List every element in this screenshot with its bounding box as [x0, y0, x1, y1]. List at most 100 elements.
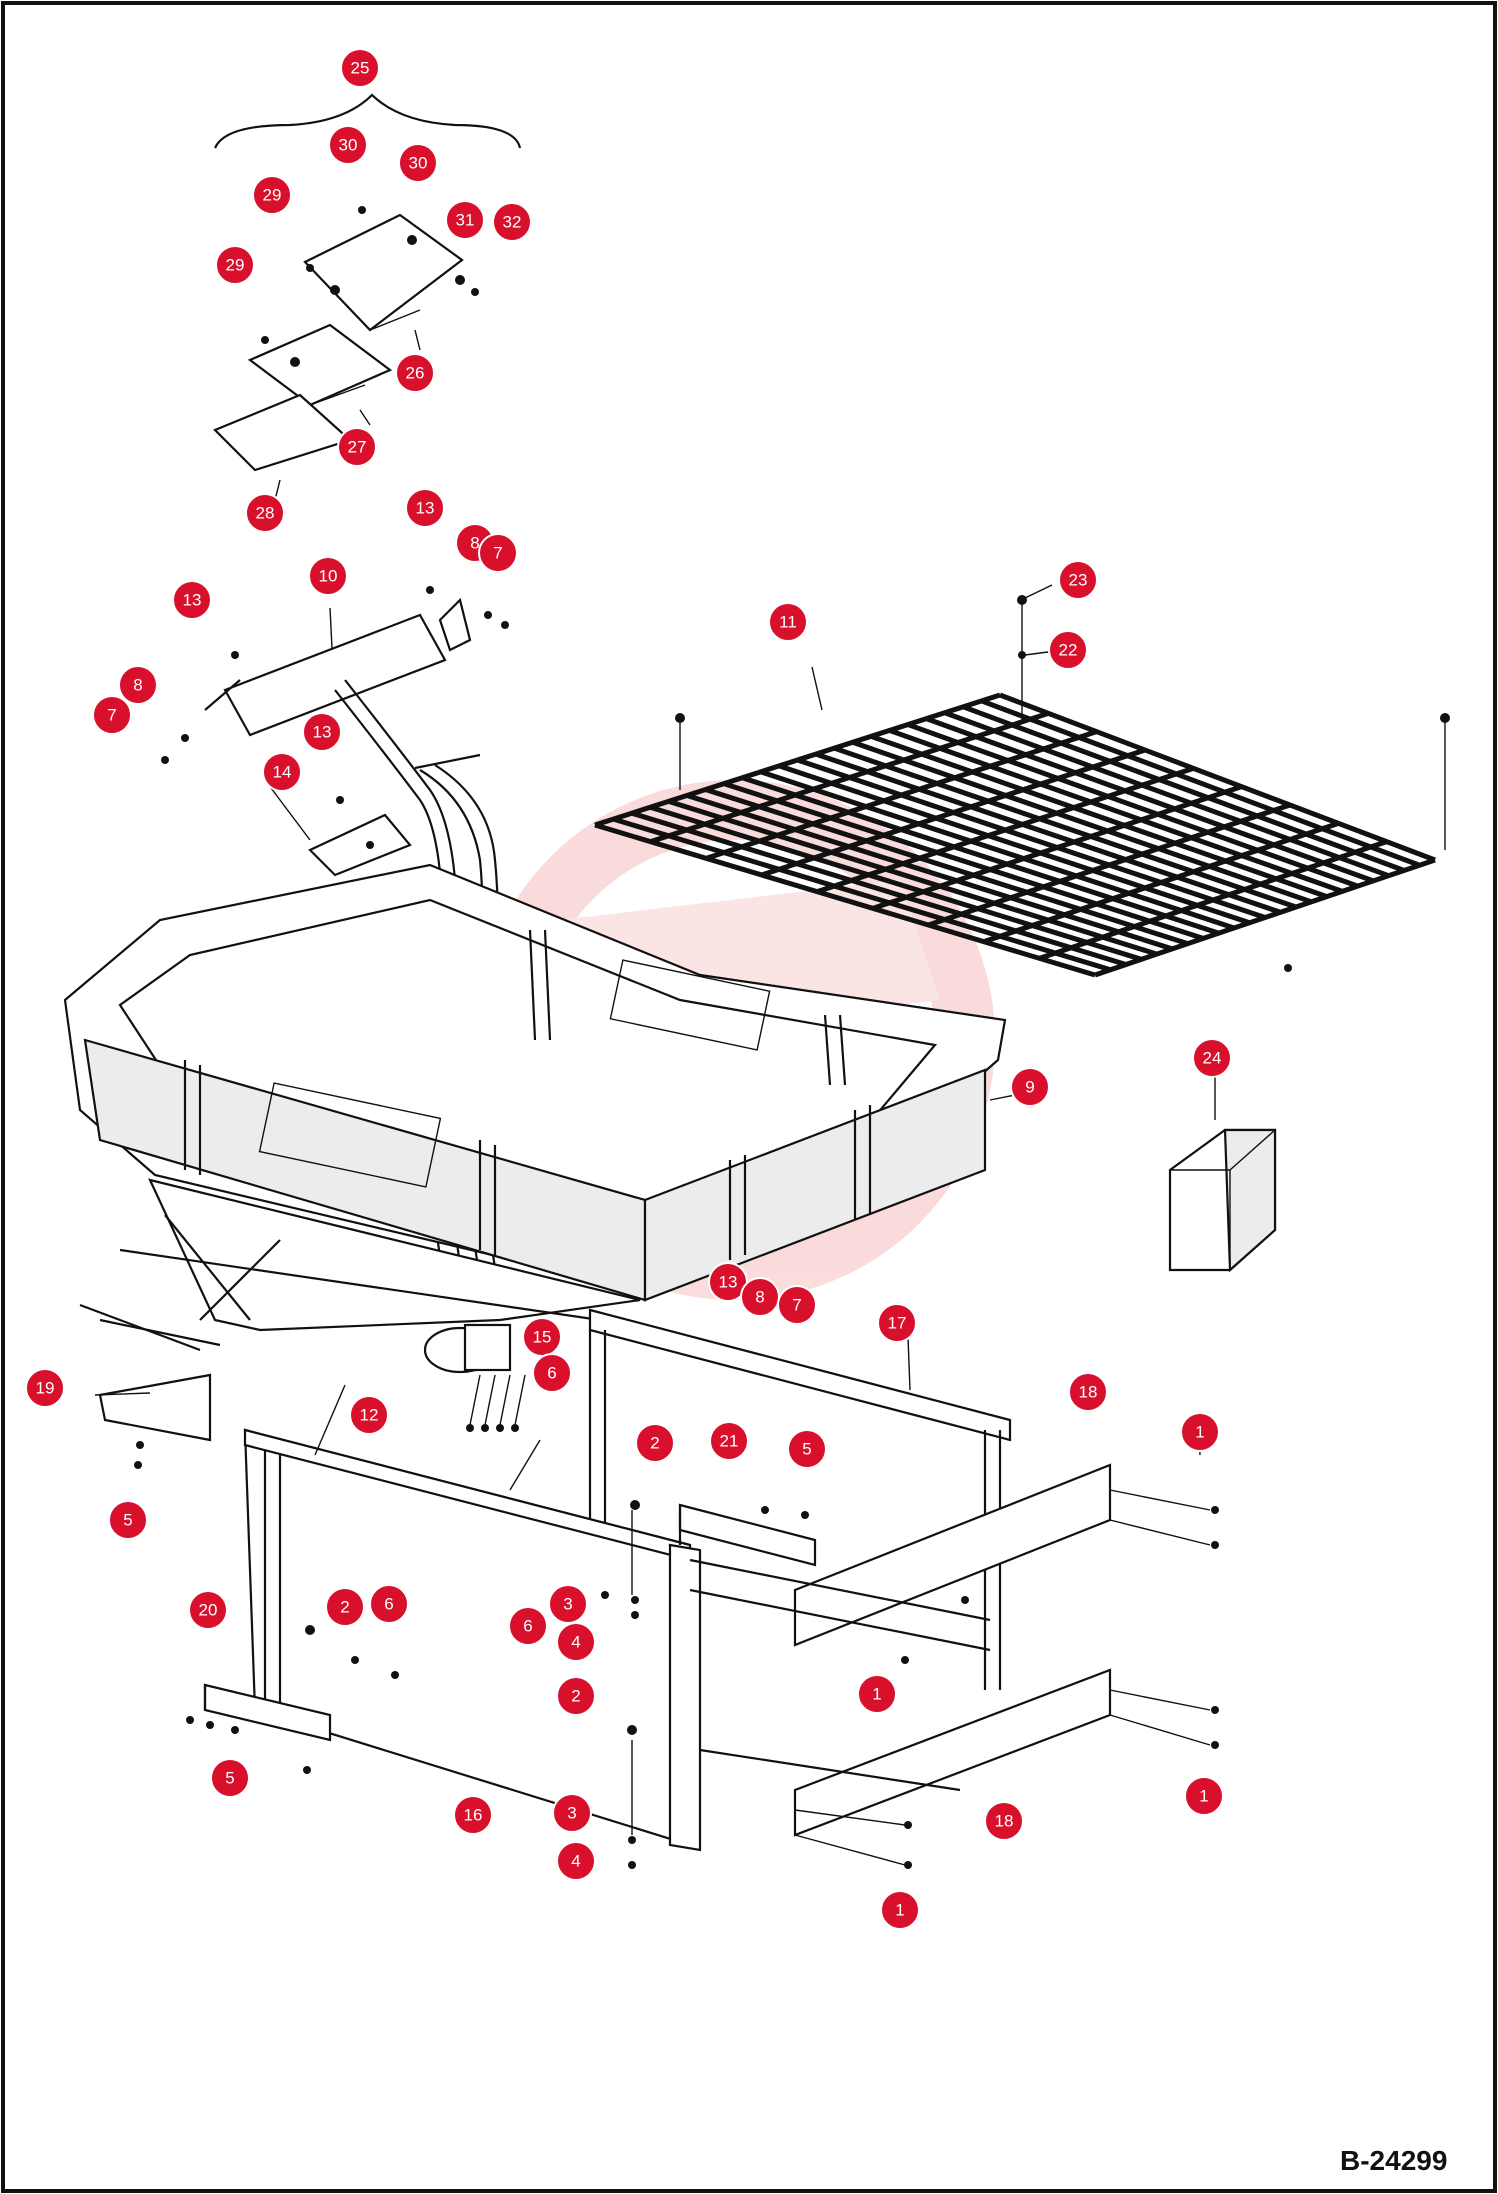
hopper-grate — [594, 692, 1436, 978]
callout-29: 29 — [252, 175, 292, 215]
callout-marker — [445, 200, 485, 240]
grate-cross-bar — [871, 784, 1243, 911]
callout-21: 21 — [709, 1421, 749, 1461]
callout-number: 6 — [384, 1595, 393, 1614]
callout-number: 7 — [792, 1296, 801, 1315]
grate-bar — [796, 757, 1266, 920]
callout-number: 4 — [571, 1633, 580, 1652]
callout-marker — [395, 353, 435, 393]
grate-cross-bar — [1038, 839, 1388, 961]
callout-marker — [328, 125, 368, 165]
callout-marker — [210, 1758, 250, 1798]
callout-marker — [556, 1622, 596, 1662]
grate-bar — [925, 716, 1375, 884]
grate-bar — [631, 810, 1127, 967]
callout-2: 2 — [635, 1423, 675, 1463]
callout-marker — [768, 602, 808, 642]
callout-8: 8 — [118, 665, 158, 705]
grate-bar — [649, 804, 1143, 962]
grate-cross-bar — [705, 729, 1098, 861]
callout-marker — [215, 245, 255, 285]
callout-1: 1 — [880, 1890, 920, 1930]
callout-number: 7 — [493, 544, 502, 563]
chute-mount — [161, 586, 509, 877]
callout-13: 13 — [302, 712, 342, 752]
callout-number: 2 — [340, 1598, 349, 1617]
callout-number: 17 — [888, 1314, 907, 1333]
callout-number: 8 — [755, 1288, 764, 1307]
mounting-frame — [186, 1308, 1219, 1869]
callout-number: 15 — [533, 1328, 552, 1347]
callout-marker — [1068, 1372, 1108, 1412]
callout-marker — [337, 427, 377, 467]
grate-bar — [980, 698, 1421, 868]
callout-25: 25 — [340, 48, 380, 88]
callout-5: 5 — [210, 1758, 250, 1798]
callout-number: 13 — [719, 1273, 738, 1292]
callout-number: 30 — [409, 154, 428, 173]
callout-32: 32 — [492, 202, 532, 242]
callout-marker — [552, 1793, 592, 1833]
callout-18: 18 — [984, 1801, 1024, 1841]
callout-5: 5 — [787, 1429, 827, 1469]
callout-marker — [262, 752, 302, 792]
callout-marker — [349, 1395, 389, 1435]
callout-number: 1 — [895, 1901, 904, 1920]
grate-bar — [833, 745, 1297, 910]
callout-number: 2 — [650, 1434, 659, 1453]
callout-marker — [252, 175, 292, 215]
callout-number: 10 — [319, 567, 338, 586]
callout-marker — [25, 1368, 65, 1408]
callout-number: 12 — [360, 1406, 379, 1425]
callout-number: 23 — [1069, 571, 1088, 590]
callout-marker — [777, 1285, 817, 1325]
callout-marker — [1010, 1067, 1050, 1107]
grate-bar — [741, 775, 1220, 936]
callout-6: 6 — [369, 1584, 409, 1624]
grate-bar — [723, 781, 1204, 941]
callout-10: 10 — [308, 556, 348, 596]
grate-bar — [907, 722, 1359, 889]
grate-bar — [815, 751, 1282, 915]
callout-marker — [118, 665, 158, 705]
callout-marker — [709, 1421, 749, 1461]
grate-bar — [962, 704, 1405, 873]
callout-number: 26 — [406, 364, 425, 383]
grate-bar — [778, 763, 1251, 926]
callout-23: 23 — [1058, 560, 1098, 600]
callout-marker — [492, 202, 532, 242]
callout-1: 1 — [1184, 1776, 1224, 1816]
callout-3: 3 — [552, 1793, 592, 1833]
callout-18: 18 — [1068, 1372, 1108, 1412]
grate-bar — [704, 787, 1189, 947]
callout-number: 25 — [351, 59, 370, 78]
callout-marker — [1180, 1412, 1220, 1452]
grate-bar — [759, 769, 1235, 931]
spinner-motor — [423, 1323, 526, 1432]
callout-24: 24 — [1192, 1038, 1232, 1078]
callout-marker — [325, 1587, 365, 1627]
callout-marker — [532, 1353, 572, 1393]
grate-cross-bar — [594, 692, 1001, 828]
callout-number: 29 — [263, 186, 282, 205]
callout-marker — [398, 143, 438, 183]
callout-marker — [308, 556, 348, 596]
callout-marker — [478, 533, 518, 573]
callout-number: 18 — [995, 1812, 1014, 1831]
callout-13: 13 — [405, 488, 445, 528]
callout-29: 29 — [215, 245, 255, 285]
callout-marker — [1058, 560, 1098, 600]
callout-marker — [172, 580, 212, 620]
callout-1: 1 — [857, 1674, 897, 1714]
callout-13: 13 — [708, 1262, 748, 1302]
spinner-deflector — [79, 1303, 221, 1469]
callout-4: 4 — [556, 1841, 596, 1881]
grate-bar — [667, 798, 1158, 957]
callout-number: 8 — [470, 534, 479, 553]
callout-number: 11 — [779, 613, 797, 632]
callout-number: 14 — [273, 763, 292, 782]
callout-number: 1 — [1199, 1787, 1208, 1806]
callout-number: 5 — [802, 1440, 811, 1459]
callout-marker — [453, 1795, 493, 1835]
